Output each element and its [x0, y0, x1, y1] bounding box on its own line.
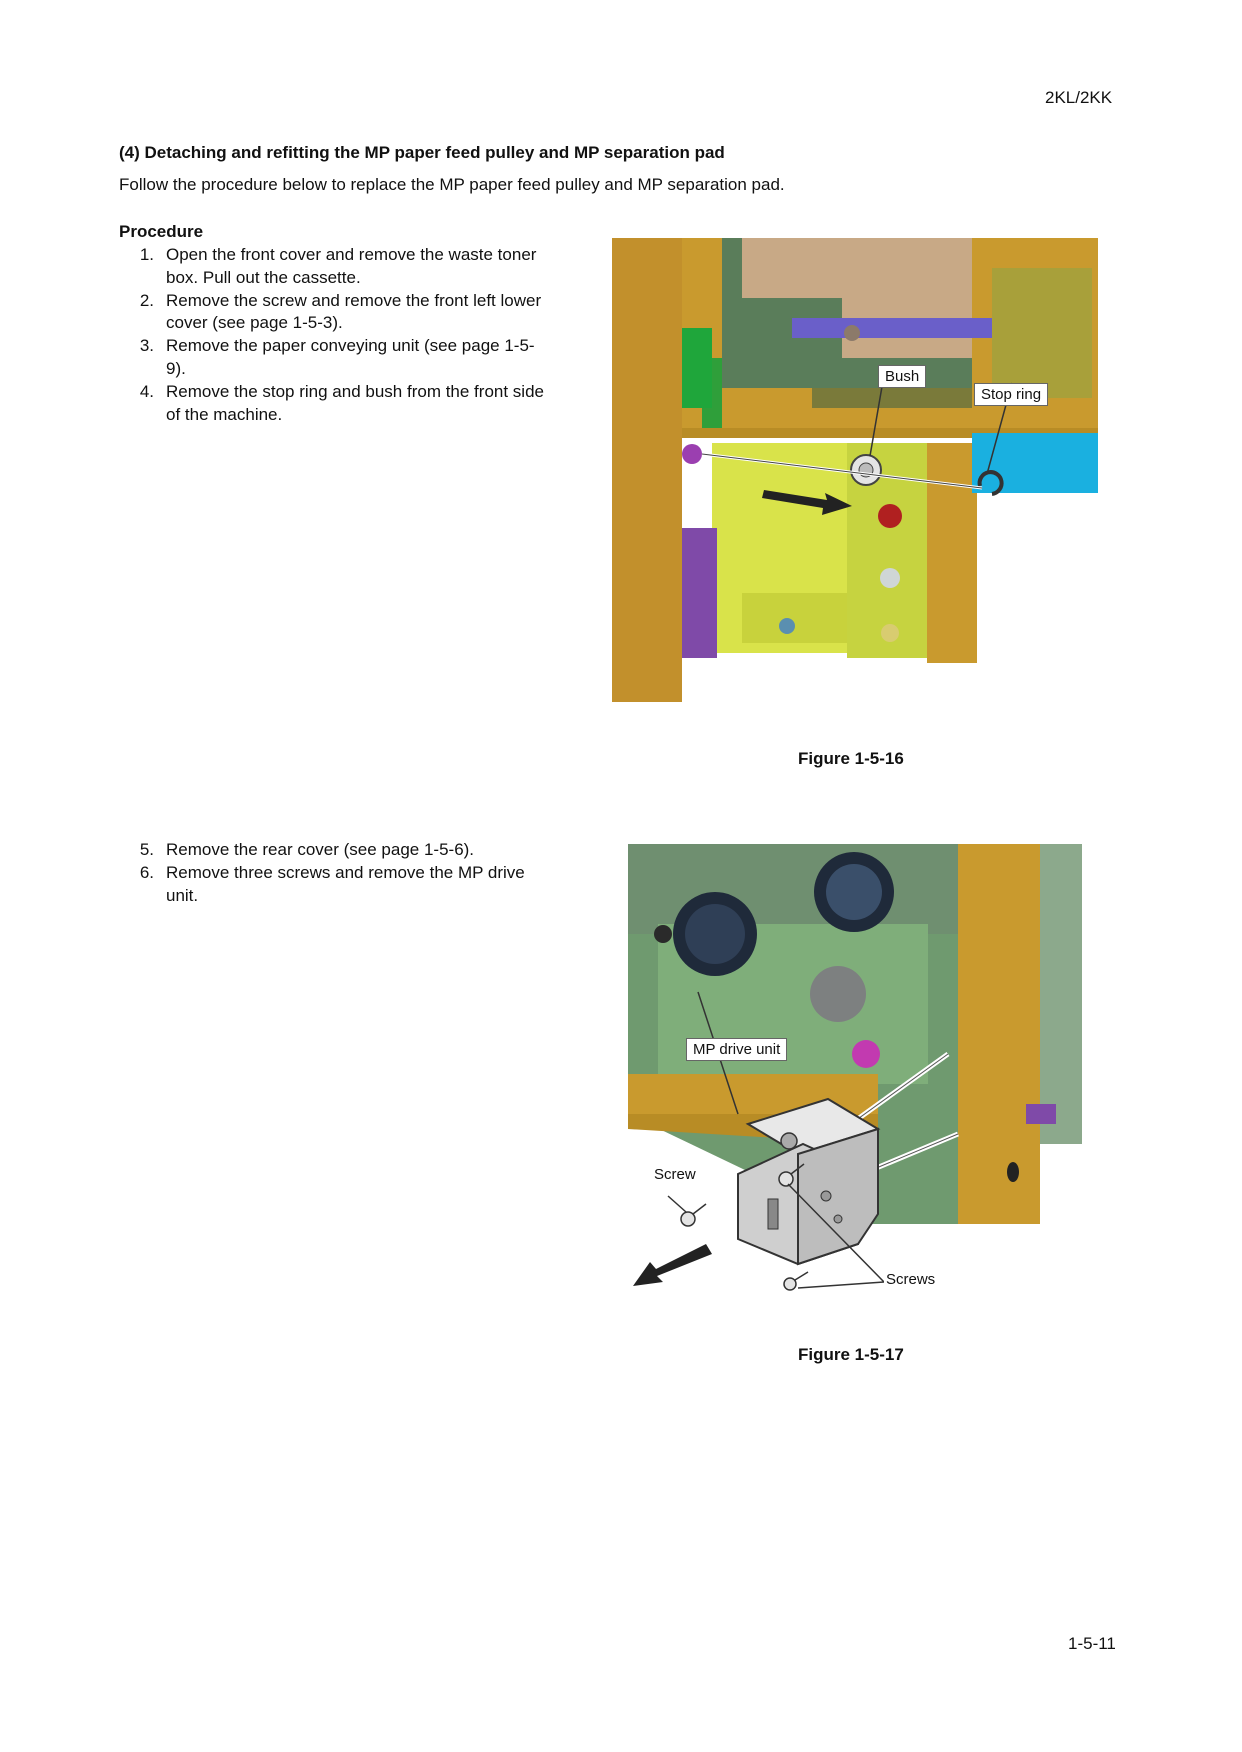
section-title: (4) Detaching and refitting the MP paper…: [119, 143, 725, 162]
procedure-step: 5.Remove the rear cover (see page 1-5-6)…: [139, 840, 475, 859]
procedure-steps-part2: 5.Remove the rear cover (see page 1-5-6)…: [119, 839, 546, 907]
callout-stop-ring: Stop ring: [974, 383, 1049, 406]
callout-mp-drive-unit: MP drive unit: [686, 1038, 788, 1061]
procedure-step: 6.Remove three screws and remove the MP …: [139, 862, 525, 905]
procedure-label: Procedure: [119, 222, 204, 241]
callout-bush: Bush: [878, 365, 927, 388]
page-number: 1-5-11: [1068, 1634, 1116, 1653]
procedure-step: 3.Remove the paper conveying unit (see p…: [139, 336, 535, 378]
procedure-step: 4.Remove the stop ring and bush from the…: [139, 381, 544, 424]
figure-1-5-16-illustration: [612, 238, 1098, 702]
figure-caption: Figure 1-5-16: [798, 749, 904, 768]
figure-1-5-17-illustration: [628, 844, 1082, 1294]
document-id: 2KL/2KK: [1045, 88, 1113, 107]
figure-caption: Figure 1-5-17: [798, 1345, 904, 1364]
procedure-steps-part1: 1.Open the front cover and remove the wa…: [119, 244, 546, 426]
intro-text: Follow the procedure below to replace th…: [119, 175, 785, 194]
procedure-step: 1.Open the front cover and remove the wa…: [139, 245, 537, 287]
callout-screws: Screws: [884, 1271, 938, 1288]
callout-screw: Screw: [652, 1166, 698, 1183]
procedure-step: 2.Remove the screw and remove the front …: [139, 290, 542, 333]
